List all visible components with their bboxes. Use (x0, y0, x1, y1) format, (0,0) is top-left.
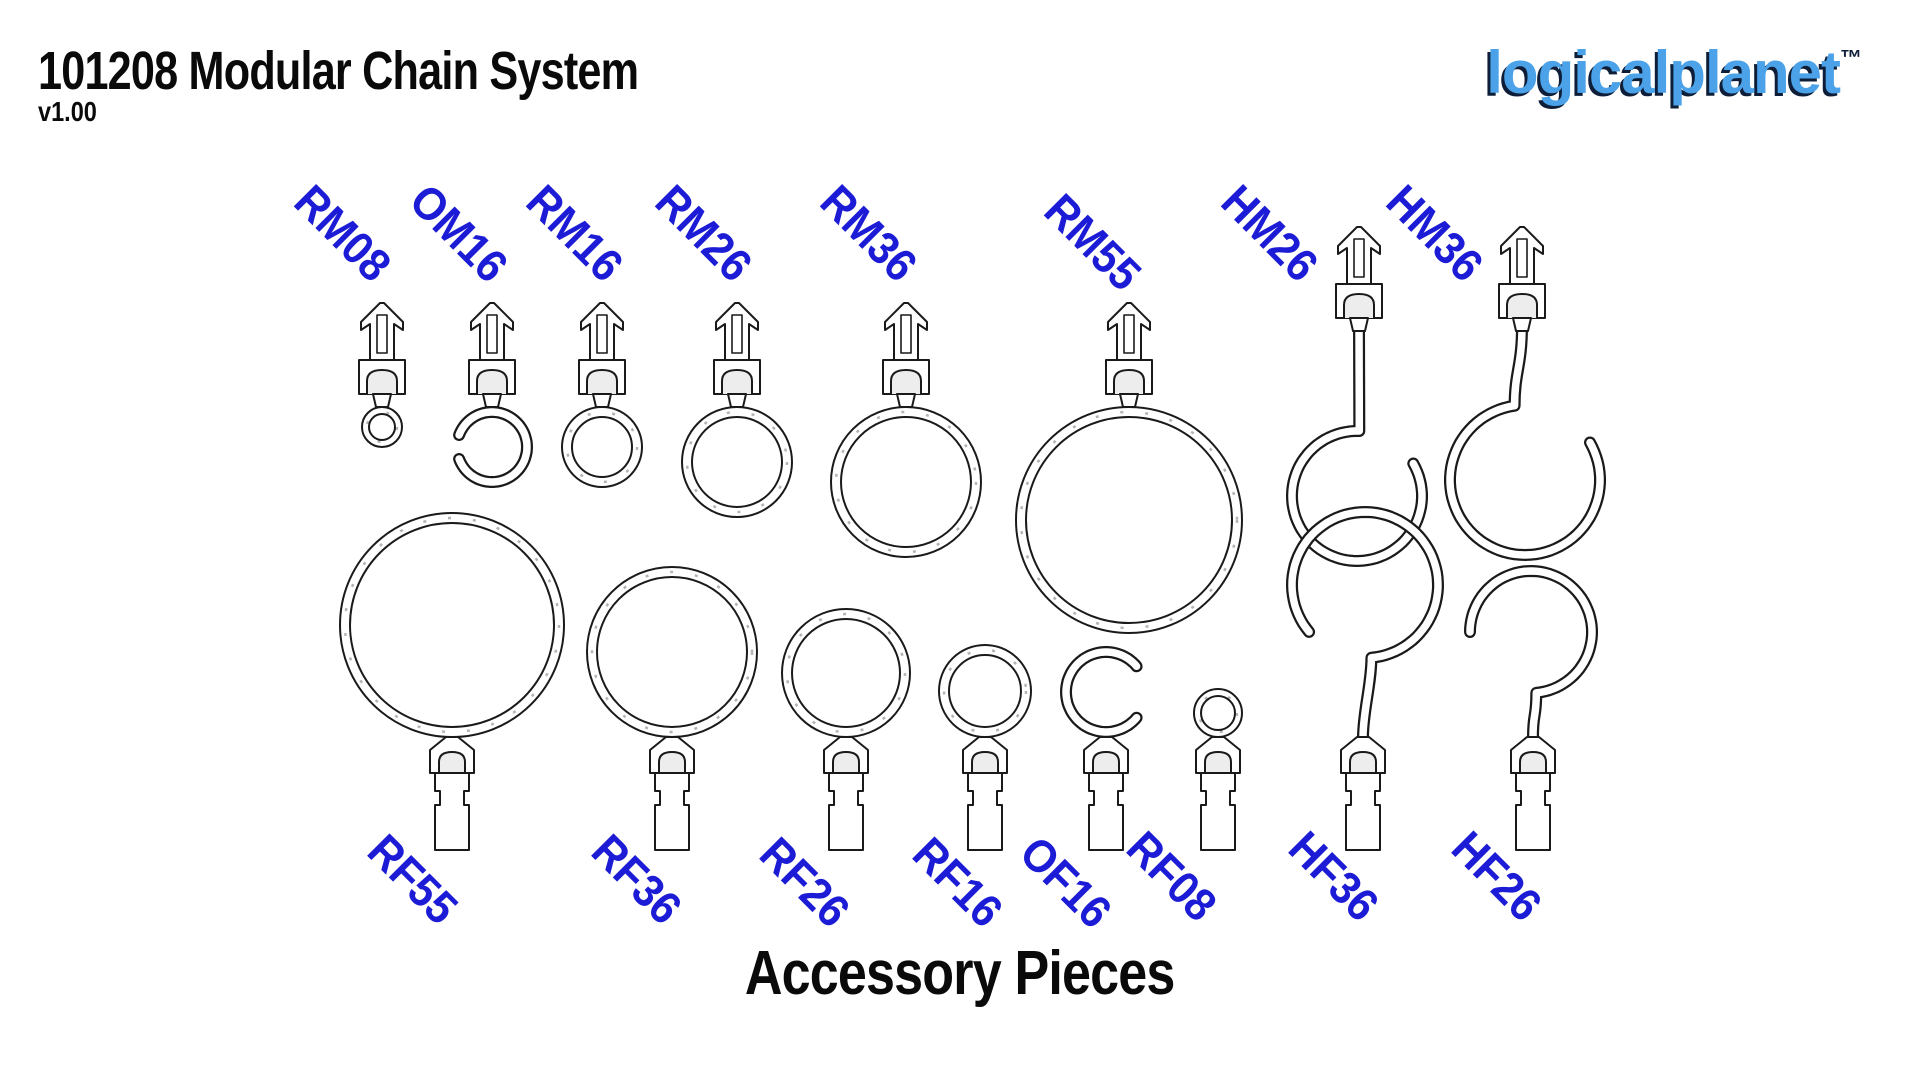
brand-logo: logicalplanet™ (1486, 38, 1862, 107)
piece-rf26 (781, 608, 911, 851)
piece-rm16 (561, 302, 643, 488)
piece-rf55 (339, 512, 565, 851)
piece-rf16 (938, 644, 1032, 851)
piece-rm36 (830, 302, 982, 558)
piece-hm36 (1444, 226, 1606, 561)
piece-rm55 (1015, 302, 1243, 634)
piece-rf08 (1193, 688, 1243, 851)
version-label: v1.00 (38, 96, 97, 127)
brand-logo-text: logicalplanet (1486, 39, 1841, 106)
piece-hf36 (1286, 506, 1444, 851)
piece-rm08 (358, 302, 406, 448)
piece-hf26 (1464, 565, 1598, 851)
sheet-caption: Accessory Pieces (745, 939, 1175, 1008)
piece-rm26 (681, 302, 793, 518)
page-title: 101208 Modular Chain System (38, 41, 639, 101)
piece-om16 (453, 302, 533, 488)
piece-rf36 (586, 566, 758, 851)
trademark-symbol: ™ (1840, 45, 1862, 70)
piece-of16 (1060, 646, 1143, 851)
